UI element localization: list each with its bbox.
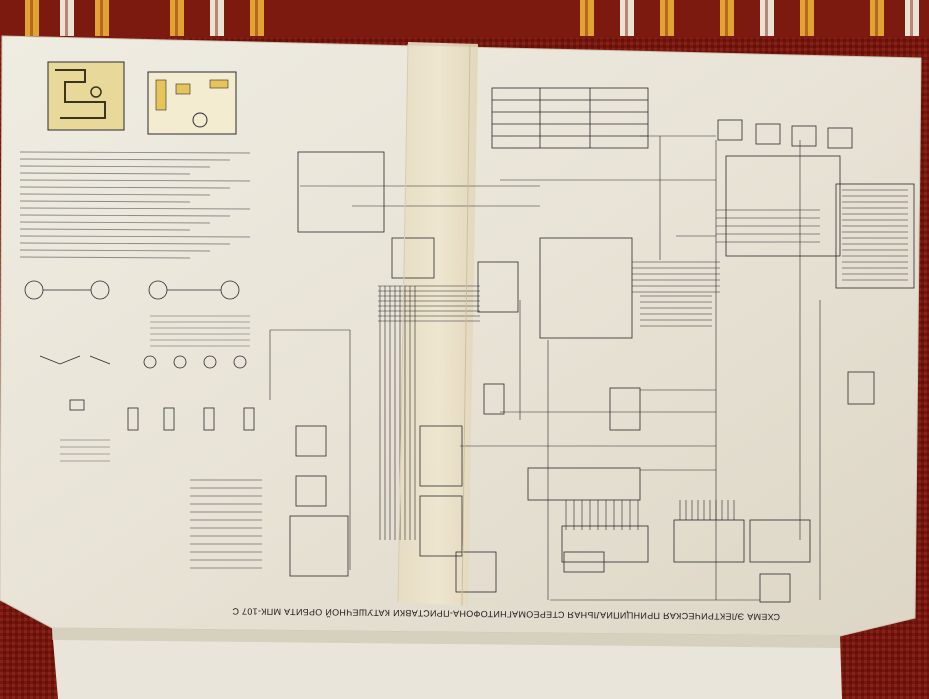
notes-text-lines [19, 151, 262, 569]
note-line [19, 249, 211, 252]
title-block-table [491, 87, 649, 149]
schematic-block [295, 425, 327, 457]
carpet-stripe-thread [725, 0, 728, 36]
carpet-stripe-thread [585, 0, 588, 36]
schematic-block [295, 475, 327, 507]
schematic-block [717, 119, 743, 141]
schematic-blocks [289, 119, 875, 603]
schematic-block [725, 155, 841, 257]
schematic-block [609, 387, 641, 431]
note-line [19, 221, 211, 224]
fold-band [398, 42, 478, 606]
crease [397, 43, 409, 603]
carpet-stripe-band [0, 0, 929, 38]
carpet-stripe-thread [665, 0, 668, 36]
schematic-block [455, 551, 497, 593]
carpet-stripe-thread [875, 0, 878, 36]
schematic-wires [269, 135, 821, 601]
note-line [19, 172, 191, 175]
carpet-stripe-thread [625, 0, 628, 36]
note-line [19, 200, 191, 203]
schematic-block [483, 383, 505, 415]
note-line [19, 151, 251, 154]
schematic-block [297, 151, 385, 233]
schematic-block [755, 123, 781, 145]
note-line [19, 193, 211, 196]
schematic-block [749, 519, 811, 563]
schematic-block [539, 237, 633, 339]
note-line [19, 235, 251, 238]
carpet-stripe-thread [100, 0, 103, 36]
schematic-block [673, 519, 745, 563]
schematic-block [563, 551, 605, 573]
schematic-block [419, 425, 463, 487]
connector-symbols [24, 280, 255, 431]
note-line [19, 214, 231, 217]
schematic-block [419, 495, 463, 557]
schematic-block [791, 125, 817, 147]
note-line [19, 179, 251, 182]
sheet-lower-fold-shadow [52, 628, 840, 648]
carpet-stripe-thread [255, 0, 258, 36]
note-line [19, 165, 211, 168]
carpet-stripe-thread [910, 0, 913, 36]
note-line [19, 228, 191, 231]
carpet-stripe-thread [175, 0, 178, 36]
schematic-block [827, 127, 853, 149]
schematic-block [391, 237, 435, 279]
note-line [19, 207, 251, 210]
carpet-stripe-thread [765, 0, 768, 36]
note-line [19, 256, 191, 259]
carpet-stripe-thread [805, 0, 808, 36]
right-connector-block [835, 183, 915, 289]
note-line [19, 242, 231, 245]
schematic-block [289, 515, 349, 577]
carpet-stripe-thread [215, 0, 218, 36]
note-line [19, 186, 231, 189]
carpet-stripe-thread [30, 0, 33, 36]
schematic-block [847, 371, 875, 405]
pcb-drawings [47, 61, 237, 135]
carpet-stripe-thread [65, 0, 68, 36]
schematic-block [561, 525, 649, 563]
note-line [19, 158, 231, 161]
schematic-block [477, 261, 519, 313]
crease [461, 43, 471, 607]
schematic-block [759, 573, 791, 603]
schematic-block [527, 467, 641, 501]
